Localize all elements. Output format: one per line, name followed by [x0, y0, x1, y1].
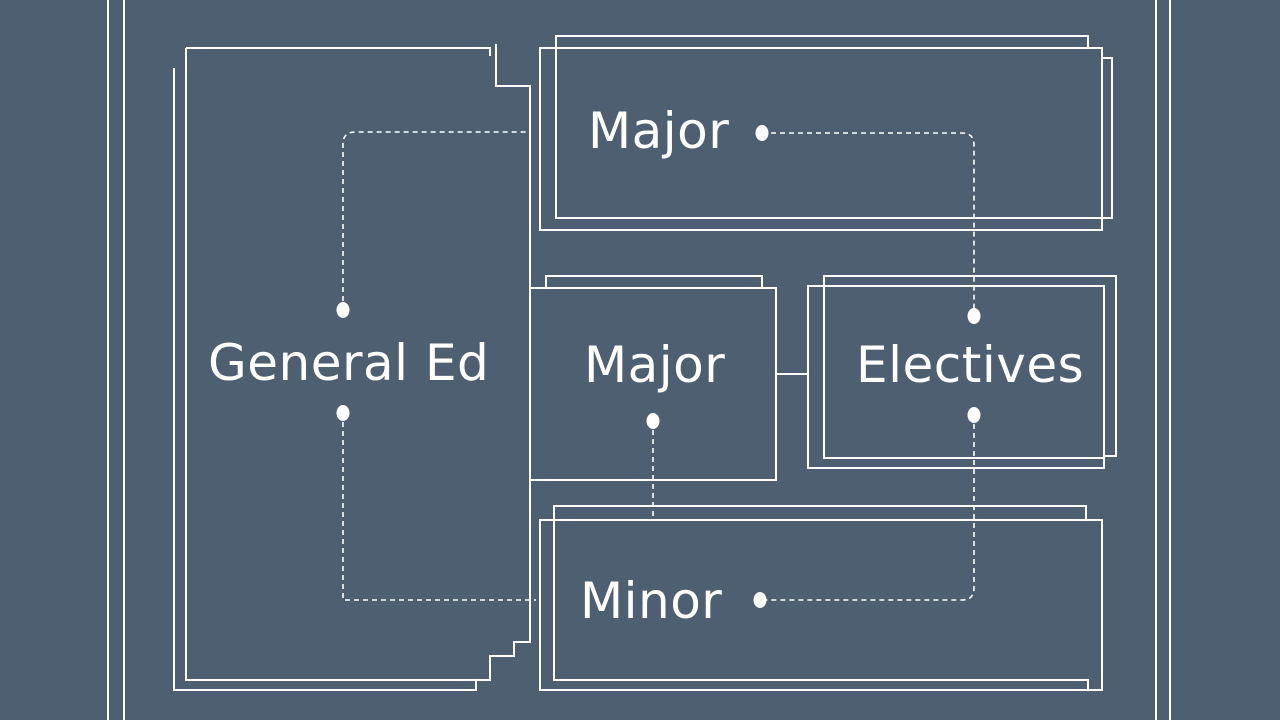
general-ed-to-minor-path	[342, 413, 536, 601]
electives-to-minor-path	[760, 415, 975, 601]
outer-frame	[107, 0, 1171, 720]
major-to-electives-path	[762, 132, 975, 316]
minor-block	[539, 505, 1103, 691]
major-top-label: Major	[588, 102, 730, 160]
dashed-connectors	[342, 131, 975, 601]
dot-electives-bottom	[967, 407, 981, 423]
dot-major-center	[646, 413, 660, 429]
dot-electives-top	[967, 308, 981, 324]
major-top-block	[539, 35, 1113, 231]
dot-minor	[753, 592, 767, 608]
major-center-label: Major	[584, 336, 726, 394]
minor-label: Minor	[580, 572, 723, 630]
connector-dots	[336, 125, 981, 608]
electives-block	[807, 275, 1117, 469]
general-ed-label: General Ed	[208, 334, 490, 392]
general-ed-block	[173, 44, 531, 691]
dot-general-ed-top	[336, 302, 350, 318]
electives-label: Electives	[856, 336, 1085, 394]
general-ed-to-major-path	[342, 131, 528, 310]
dot-general-ed-bottom	[336, 405, 350, 421]
dot-major-top	[755, 125, 769, 141]
